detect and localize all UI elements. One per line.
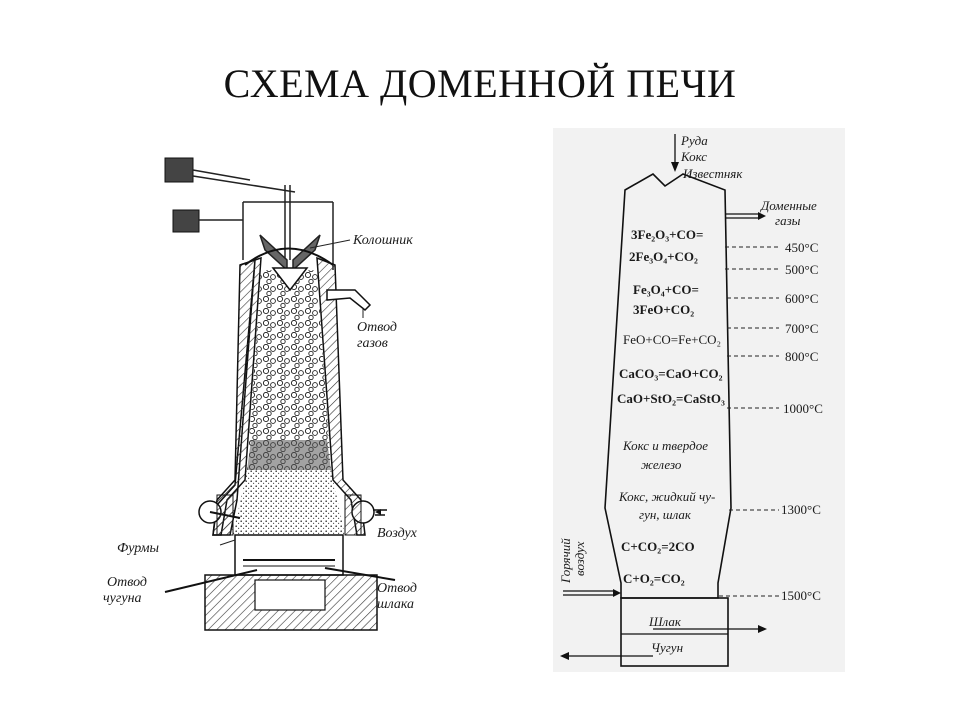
input-coke: Кокс <box>680 149 707 164</box>
label-furnace-gases-2: газы <box>775 213 801 228</box>
counterweight-bottom <box>172 209 243 233</box>
output-slag: Шлак <box>648 614 682 629</box>
reaction-1-line1: 3Fe₂O₃+CO= <box>631 227 703 242</box>
reaction-4: CaCO₃=CaO+CO₂ <box>619 366 723 381</box>
reaction-6: C+CO₂=2CO <box>621 539 695 554</box>
page-title: СХЕМА ДОМЕННОЙ ПЕЧИ <box>223 61 737 106</box>
furnace-outline <box>604 173 732 599</box>
furnace-cross-section-diagram: Колошник Отвод газов Воздух Фурмы Отвод … <box>95 140 495 640</box>
label-iron-tap-2: чугуна <box>103 591 142 606</box>
zone-coke-solid-1: Кокс и твердое <box>622 438 708 453</box>
label-tuyeres: Фурмы <box>117 541 159 556</box>
label-iron-tap-1: Отвод <box>107 575 147 590</box>
label-gas-offtake-1: Отвод <box>357 320 397 335</box>
reaction-2-line2: 3FeO+CO₂ <box>633 302 694 317</box>
label-air: Воздух <box>377 526 418 541</box>
temp-800: 800°C <box>785 349 818 364</box>
zone-coke-liquid-2: гун, шлак <box>639 507 692 522</box>
temp-450: 450°C <box>785 240 818 255</box>
zone-coke-solid-2: железо <box>641 457 682 472</box>
label-hot-air-1: Горячий <box>558 538 573 584</box>
temp-700: 700°C <box>785 321 818 336</box>
temp-500: 500°C <box>785 262 818 277</box>
reaction-1-line2: 2Fe₃O₄+CO₂ <box>629 249 698 264</box>
label-furnace-gases-1: Доменные <box>759 198 817 213</box>
iron-tap-pipe <box>164 569 258 593</box>
label-gas-offtake-2: газов <box>357 336 388 351</box>
reaction-3: FeO+CO=Fe+CO₂ <box>623 332 721 347</box>
label-slag-tap-2: шлака <box>377 597 414 612</box>
label-koloshnik: Колошник <box>352 233 413 248</box>
temp-600: 600°C <box>785 291 818 306</box>
input-ore: Руда <box>680 133 708 148</box>
bell-mechanism <box>242 185 334 272</box>
reaction-5: CaO+StO₂=CaStO₃ <box>617 391 725 406</box>
furnace-zones-diagram: Руда Кокс Известняк Доменные газы 450°C … <box>553 128 845 672</box>
temp-1300: 1300°C <box>781 502 821 517</box>
zone-coke-liquid-1: Кокс, жидкий чу- <box>618 489 715 504</box>
tuyere-left <box>198 494 241 536</box>
temp-1500: 1500°C <box>781 588 821 603</box>
label-slag-tap-1: Отвод <box>377 581 417 596</box>
counterweight-top <box>164 157 296 193</box>
reaction-2-line1: Fe₃O₄+CO= <box>633 282 699 297</box>
slag-tap-pipe <box>324 567 396 581</box>
output-iron: Чугун <box>651 640 683 655</box>
hearth-box <box>620 597 729 667</box>
reaction-7: C+O₂=CO₂ <box>623 571 685 586</box>
temp-1000: 1000°C <box>783 401 823 416</box>
tuyere-right <box>344 494 387 536</box>
input-limestone: Известняк <box>682 166 743 181</box>
gas-offtake-pipe <box>326 289 372 312</box>
label-hot-air-2: воздух <box>572 541 587 576</box>
